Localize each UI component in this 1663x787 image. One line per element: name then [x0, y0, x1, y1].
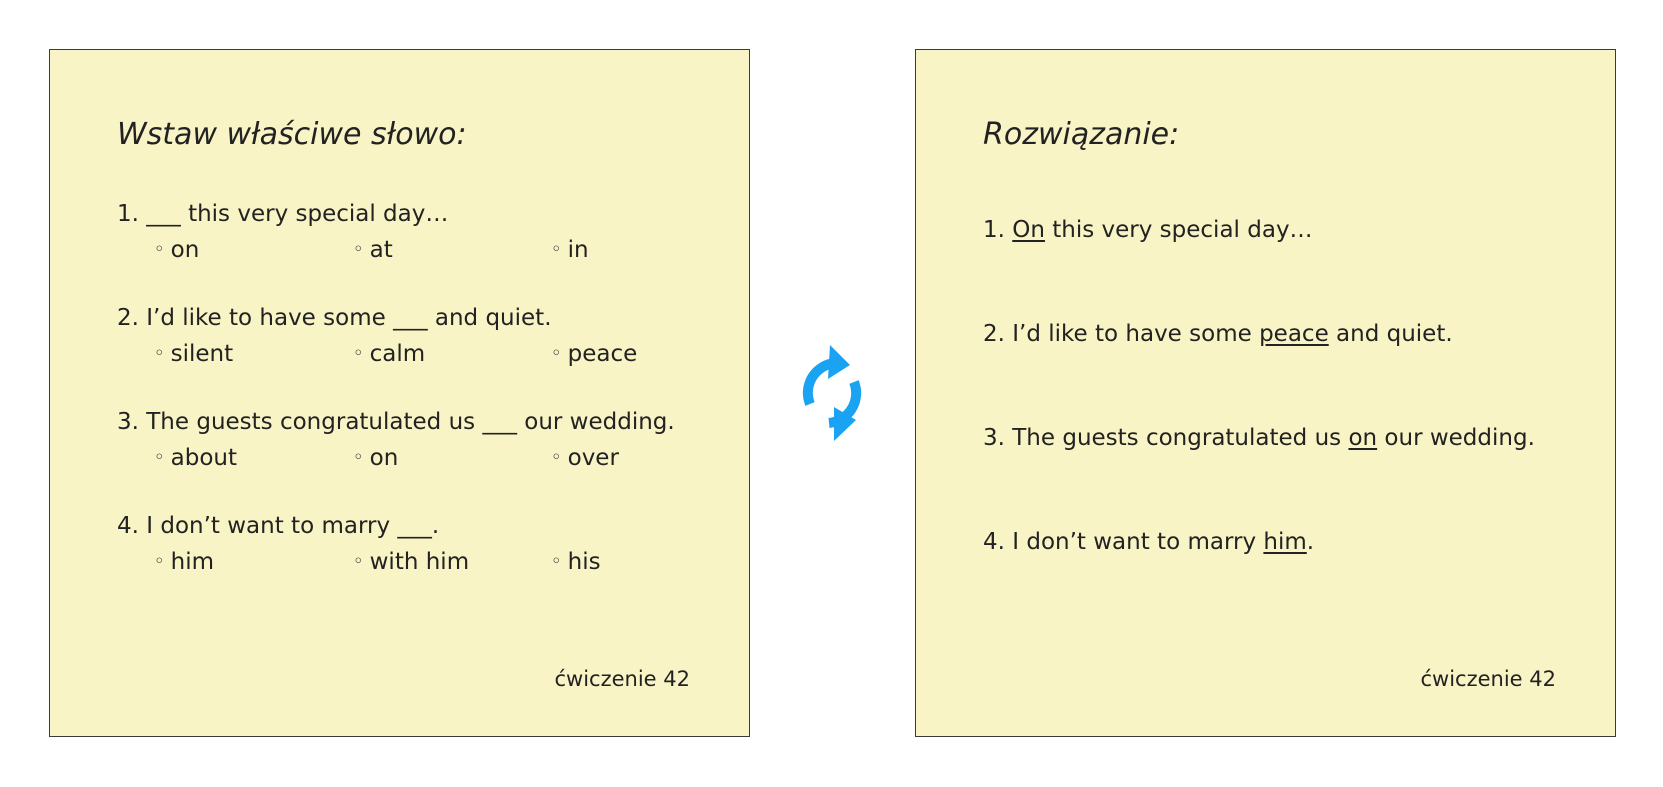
option[interactable]: on: [353, 444, 399, 474]
solution-footer: ćwiczenie 42: [1420, 667, 1556, 691]
solution-answer-4: 4. I don’t want to marry him.: [983, 528, 1314, 556]
refresh-icon[interactable]: [790, 338, 874, 448]
exercise-question-3: 3. The guests congratulated us ___ our w…: [117, 409, 675, 435]
option[interactable]: peace: [551, 340, 638, 370]
answer-prefix: 3. The guests congratulated us: [983, 425, 1349, 451]
answer-suffix: our wedding.: [1377, 425, 1535, 451]
solution-title: Rozwiązanie:: [983, 117, 1180, 152]
answer-word: On: [1012, 217, 1045, 243]
option[interactable]: with him: [353, 548, 469, 578]
option[interactable]: his: [551, 548, 601, 578]
answer-prefix: 2. I’d like to have some: [983, 321, 1260, 347]
answer-suffix: this very special day…: [1044, 217, 1313, 243]
exercise-options-2: silent calm peace: [154, 340, 714, 368]
exercise-options-1: on at in: [154, 236, 714, 264]
exercise-question-2: 2. I’d like to have some ___ and quiet.: [117, 305, 552, 331]
exercise-options-3: about on over: [154, 444, 714, 472]
option[interactable]: over: [551, 444, 619, 474]
exercise-options-4: him with him his: [154, 548, 714, 576]
solution-answer-1: 1. On this very special day…: [983, 216, 1313, 244]
exercise-footer: ćwiczenie 42: [554, 667, 690, 691]
option[interactable]: on: [154, 236, 200, 266]
option[interactable]: in: [551, 236, 589, 266]
answer-word: him: [1263, 529, 1307, 555]
solution-answer-2: 2. I’d like to have some peace and quiet…: [983, 320, 1453, 348]
answer-prefix: 4. I don’t want to marry: [983, 529, 1264, 555]
answer-prefix: 1.: [983, 217, 1013, 243]
answer-word: peace: [1259, 321, 1329, 347]
option[interactable]: calm: [353, 340, 426, 370]
exercise-title: Wstaw właściwe słowo:: [117, 117, 467, 152]
option[interactable]: at: [353, 236, 393, 266]
solution-card: Rozwiązanie: 1. On this very special day…: [915, 49, 1616, 737]
answer-suffix: and quiet.: [1328, 321, 1453, 347]
option[interactable]: about: [154, 444, 237, 474]
option[interactable]: him: [154, 548, 214, 578]
option[interactable]: silent: [154, 340, 234, 370]
solution-answer-3: 3. The guests congratulated us on our we…: [983, 424, 1535, 452]
exercise-question-1: 1. ___ this very special day…: [117, 201, 449, 227]
exercise-question-4: 4. I don’t want to marry ___.: [117, 513, 440, 539]
answer-word: on: [1348, 425, 1378, 451]
answer-suffix: .: [1306, 529, 1315, 555]
exercise-card: Wstaw właściwe słowo: 1. ___ this very s…: [49, 49, 750, 737]
